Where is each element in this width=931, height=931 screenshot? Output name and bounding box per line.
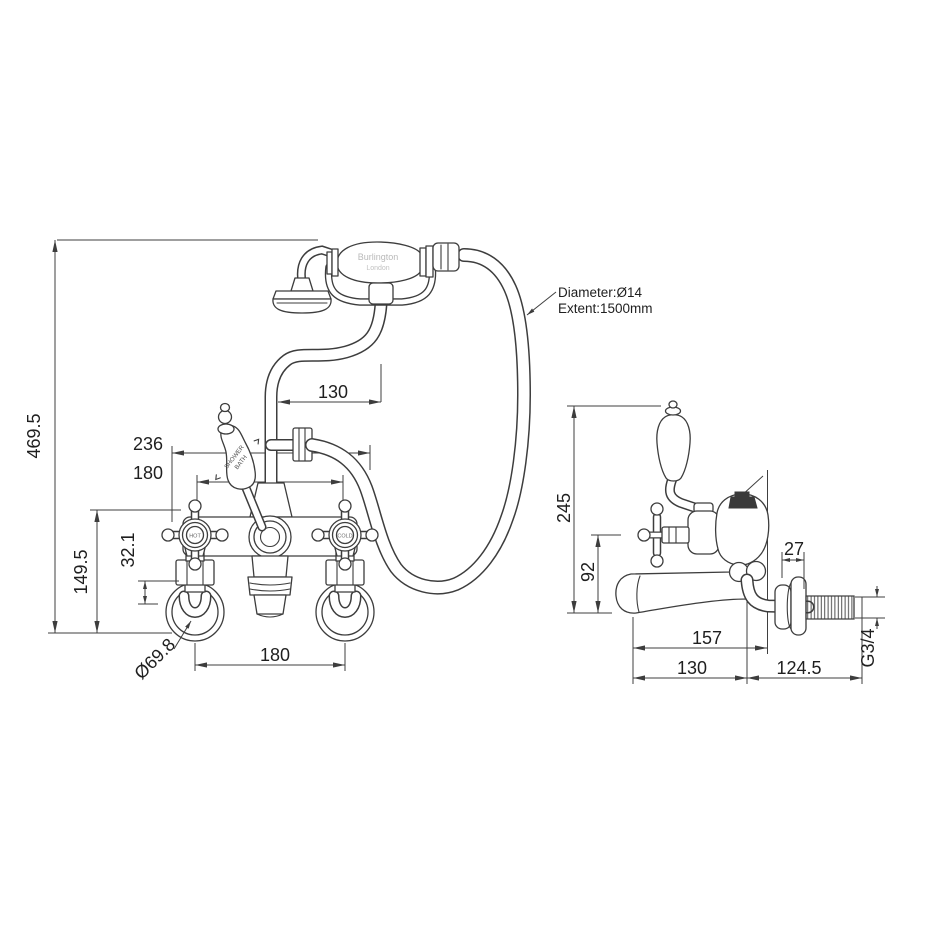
dim-label-130-side: 130: [677, 658, 707, 678]
side-diverter-lever: [656, 400, 701, 513]
handset-head-cup: [290, 277, 314, 292]
dim-label-157: 157: [692, 628, 722, 648]
dim-label-124-5: 124.5: [776, 658, 821, 678]
dim-label-245: 245: [554, 493, 574, 523]
hot-badge: HOT: [189, 534, 201, 540]
cradle-mount: [368, 282, 394, 305]
dim-label-130-front: 130: [318, 382, 348, 402]
dim-spout-height: 92: [578, 534, 621, 613]
wall-flange-side: [774, 576, 807, 636]
hose-diameter-note: Diameter:Ø14: [558, 285, 643, 300]
brand-city: London: [366, 265, 389, 272]
valve-bonnet: [687, 502, 720, 555]
dim-label-180-bottom: 180: [260, 645, 290, 665]
side-cross-handle: [637, 502, 690, 568]
shower-handset: Burlington London: [272, 241, 460, 314]
dim-label-flange-dia: Ø69.8: [130, 634, 179, 683]
dim-label-27: 27: [784, 539, 804, 559]
hose-port-cap: [728, 491, 758, 509]
bath-spout-front: [247, 555, 293, 618]
dim-label-32-1: 32.1: [118, 532, 138, 567]
hose-connector: [432, 242, 460, 272]
dim-wall-centres: 180: [194, 643, 346, 671]
dim-spout-reach: 157: [632, 470, 768, 684]
handset-grip: [336, 241, 424, 284]
dimension-lines: 469.5 149.5 236 180 130 1: [24, 239, 885, 684]
shower-rose: [272, 290, 332, 314]
hose-extent-note: Extent:1500mm: [558, 301, 653, 316]
dim-label-149-5: 149.5: [71, 549, 91, 594]
hose-annotation: Diameter:Ø14 Extent:1500mm: [526, 285, 653, 316]
dim-label-469-5: 469.5: [24, 413, 44, 458]
dim-overall-height-front: 469.5: [24, 239, 318, 634]
dim-overall-height-side: 245: [554, 405, 661, 614]
handset-neck: [296, 245, 336, 287]
side-view: [615, 400, 855, 636]
handset-ferrules: [326, 245, 434, 278]
dim-tail-length: 124.5: [747, 597, 863, 684]
diverter-lever: SHOWER BATH: [215, 402, 267, 532]
dim-union-offset: 32.1: [118, 532, 179, 605]
riser-pipe: [264, 297, 388, 493]
bath-spout-side: [615, 571, 749, 614]
dim-flange-depth: 27: [781, 539, 805, 589]
dim-label-g34: G3/4: [858, 628, 878, 667]
dim-label-180-top: 180: [133, 463, 163, 483]
dim-label-236: 236: [133, 434, 163, 454]
dim-riser-offset: 130: [278, 364, 382, 405]
cold-badge: COLD: [337, 534, 352, 540]
front-view: SHOWER BATH: [162, 241, 532, 641]
dim-thread-size: G3/4: [855, 586, 885, 668]
hose-outlet-union: [265, 427, 313, 462]
threaded-tail: [805, 595, 855, 620]
brand-name: Burlington: [358, 252, 399, 262]
dim-label-92: 92: [578, 562, 598, 582]
dim-base-height: 149.5: [71, 509, 181, 633]
shower-hose: [305, 248, 532, 595]
wall-supply-pipe: [740, 573, 815, 614]
